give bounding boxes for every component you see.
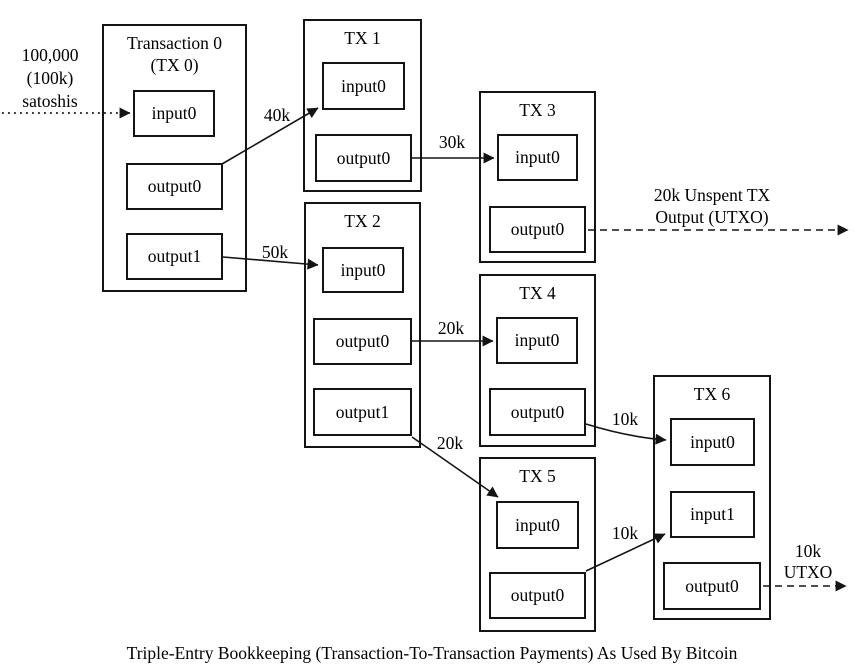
flow-arrow-tx0-output0-to-tx1-input0 [221,107,319,165]
tx6-output0: output0 [663,562,761,610]
utxo-label-tx6-line2: UTXO [783,562,833,582]
tx6-box: TX 6 input0 input1 output0 [653,375,771,620]
tx4-title: TX 4 [519,283,556,303]
tx0-output0: output0 [126,163,223,210]
tx0-title-line1: Transaction 0 [126,33,223,53]
tx2-output1: output1 [313,388,412,436]
tx1-input0: input0 [322,62,405,110]
tx2-input0: input0 [322,247,404,293]
tx3-input0: input0 [497,134,578,181]
tx6-title: TX 6 [693,384,731,404]
tx4-box: TX 4 input0 output0 [479,274,596,447]
utxo-label-tx3: 20k Unspent TX Output (UTXO) [612,184,812,228]
flow-label-20k-tx5: 20k [436,433,464,453]
tx5-title: TX 5 [519,466,556,486]
tx3-title: TX 3 [519,100,556,120]
tx2-box: TX 2 input0 output0 output1 [304,202,421,448]
flow-label-10k-tx6-input0: 10k [611,409,639,429]
tx3-box: TX 3 input0 output0 [479,91,596,263]
tx2-title: TX 2 [344,211,381,231]
flow-label-30k: 30k [438,132,466,152]
flow-arrow-tx2-output1-to-tx5-input0 [411,436,499,498]
tx1-box: TX 1 input0 output0 [303,19,422,192]
tx0-title: Transaction 0 (TX 0) [104,26,245,76]
tx0-title-line2: (TX 0) [150,55,199,75]
tx0-box: Transaction 0 (TX 0) input0 output0 outp… [102,24,247,292]
utxo-label-tx6-line1: 10k [794,541,822,561]
tx4-output0: output0 [489,388,586,436]
tx6-input1: input1 [670,491,755,538]
flow-arrow-tx0-output1-to-tx2-input0 [222,256,319,270]
tx5-box: TX 5 input0 output0 [479,457,596,632]
tx0-input0: input0 [133,90,215,137]
source-amount-line2: (100k) [26,68,74,88]
flow-label-10k-tx6-input1: 10k [611,523,639,543]
tx4-input0: input0 [496,317,578,364]
flow-arrow-tx5-output0-to-tx6-input1 [585,533,666,572]
utxo-label-tx3-line2: Output (UTXO) [655,207,769,227]
tx0-output1: output1 [126,233,223,280]
tx5-output0: output0 [489,572,586,619]
tx1-title: TX 1 [344,28,381,48]
flow-label-40k: 40k [263,105,291,125]
flow-label-50k: 50k [261,242,289,262]
utxo-label-tx6: 10k UTXO [768,541,848,583]
tx3-output0: output0 [489,206,586,253]
tx2-output0: output0 [313,318,412,365]
diagram-caption: Triple-Entry Bookkeeping (Transaction-To… [126,643,738,663]
source-amount-line1: 100,000 [21,45,79,65]
tx6-input0: input0 [670,418,755,466]
utxo-label-tx3-line1: 20k Unspent TX [653,185,771,205]
flow-label-20k-tx4: 20k [437,318,465,338]
source-amount-line3: satoshis [22,91,78,111]
tx1-output0: output0 [315,134,412,182]
tx5-input0: input0 [496,501,579,549]
source-amount-label: 100,000 (100k) satoshis [8,44,92,113]
